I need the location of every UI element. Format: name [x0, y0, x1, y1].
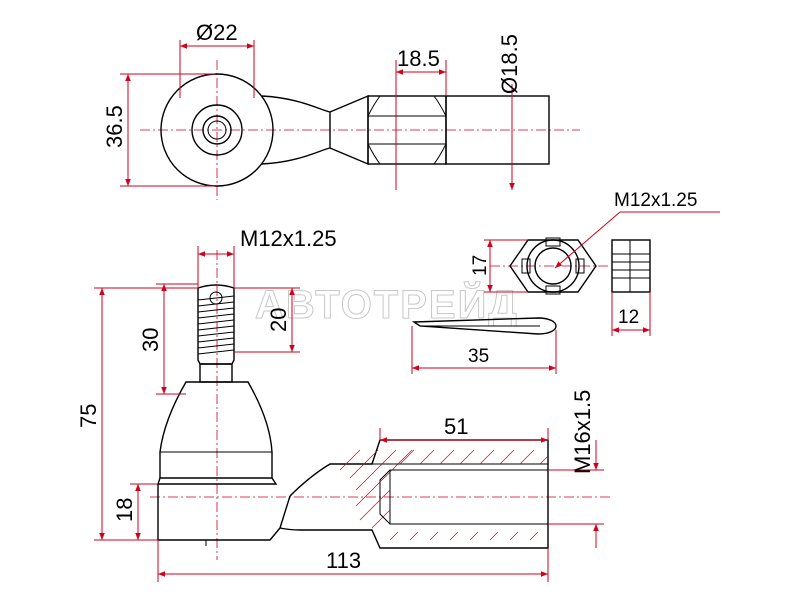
hex-chamfer-right: [433, 95, 447, 165]
stud-cotter-hole: [209, 291, 223, 305]
housing-upper: [159, 381, 273, 479]
eye-hole-outer: [202, 115, 232, 145]
stud-thread-label: M12x1.25: [240, 226, 337, 251]
nut-slot-top: [545, 237, 561, 247]
nut-hex-outline: [509, 239, 597, 293]
nut-outer-circle: [526, 239, 580, 293]
dim-flat-label: 18.5: [397, 46, 440, 71]
nut-view: M12x1.25 17 12: [470, 190, 720, 336]
nut-height-label: 12: [618, 307, 639, 328]
nut-slot-left: [521, 258, 531, 274]
top-view: Ø22 36.5 18.5 Ø18.5: [102, 20, 580, 200]
bore-chamfer: [379, 469, 391, 525]
nut-thread-leader: [554, 211, 621, 269]
eye-hole-inner: [207, 120, 227, 140]
eye-boss: [191, 104, 243, 156]
hex-chamfer-left: [367, 95, 381, 165]
stud-neck: [199, 363, 233, 383]
shank-outline: [445, 95, 550, 165]
cotter-pin-length-label: 35: [468, 346, 489, 367]
thread-length-label: 20: [266, 308, 291, 332]
lower-height-label: 18: [112, 498, 137, 522]
stud-length-label: 30: [138, 328, 163, 352]
stud-threads: [197, 295, 235, 355]
side-view: M12x1.25 30 20 75 18 51 M16x1.5: [76, 226, 610, 582]
cotter-pin-view: 35: [411, 317, 557, 374]
cotter-pin-outline: [411, 317, 557, 335]
nut-inner-circle: [534, 247, 572, 285]
housing-lower: [157, 484, 291, 541]
section-hatching: [339, 449, 549, 541]
internal-depth-label: 51: [444, 414, 468, 439]
housing-flange: [157, 477, 278, 485]
nut-side-outline: [611, 239, 651, 293]
dim-eye-diameter-label: Ø22: [196, 20, 238, 45]
eye-outline: [160, 73, 274, 187]
nut-thread-label: M12x1.25: [614, 190, 697, 211]
total-height-label: 75: [76, 404, 101, 428]
nut-across-flats-label: 17: [470, 255, 491, 276]
dim-shank-diameter-label: Ø18.5: [497, 34, 522, 94]
internal-thread-bore: [389, 469, 549, 525]
dim-height-label: 36.5: [102, 105, 127, 148]
total-length-label: 113: [326, 548, 361, 573]
nut-slot-right: [575, 258, 585, 274]
nut-slot-bottom: [545, 285, 561, 295]
neck-outline: [261, 95, 331, 165]
internal-thread-label: M16x1.5: [570, 390, 595, 474]
